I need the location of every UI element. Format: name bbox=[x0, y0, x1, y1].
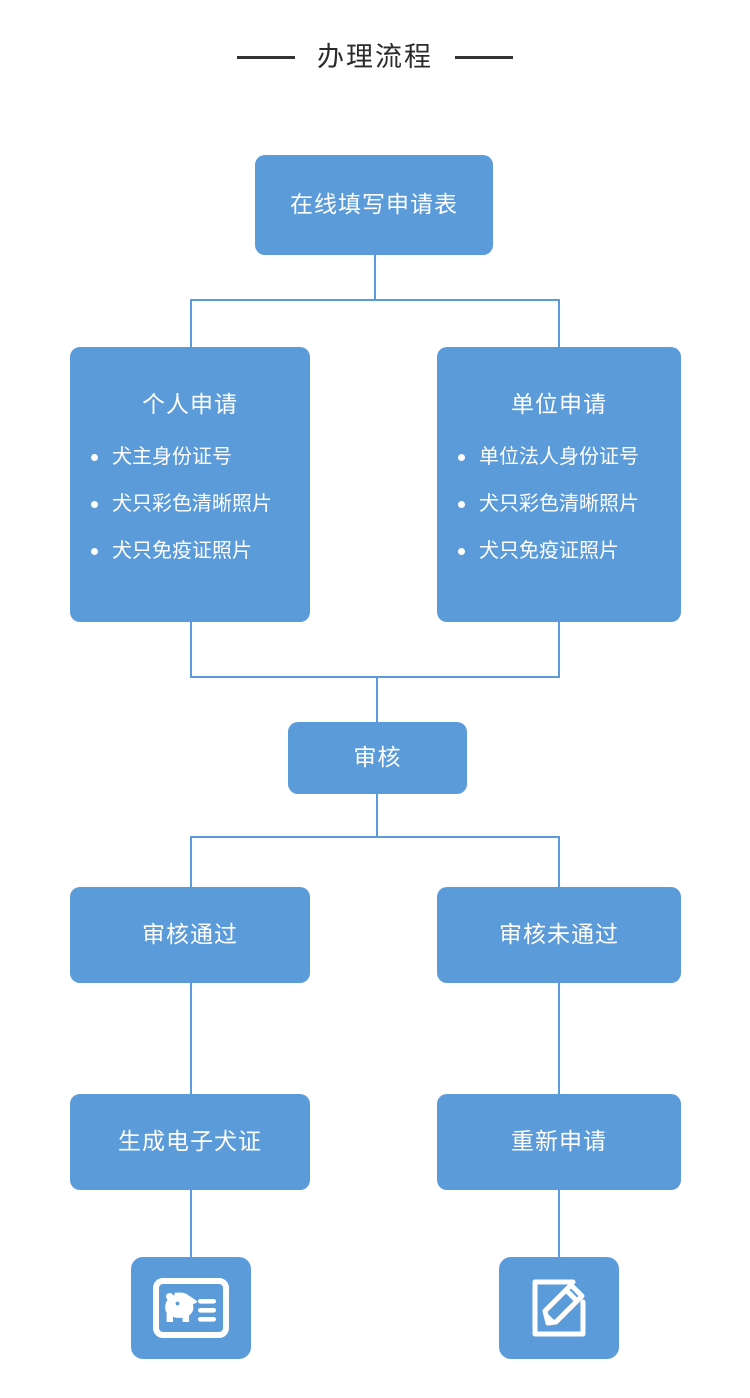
list-item: 犬只免疫证照片 bbox=[455, 539, 669, 564]
step-online-application-form-label: 在线填写申请表 bbox=[290, 191, 458, 218]
outcome-review-failed-label: 审核未通过 bbox=[499, 921, 619, 948]
list-item: 犬主身份证号 bbox=[88, 445, 298, 470]
branch-personal-application-list: 犬主身份证号 犬只彩色清晰照片 犬只免疫证照片 bbox=[88, 445, 298, 564]
bullet-dot-icon bbox=[458, 501, 465, 508]
connector-license-to-icon bbox=[190, 1190, 192, 1258]
list-item-label: 单位法人身份证号 bbox=[479, 446, 639, 468]
list-item-label: 犬只免疫证照片 bbox=[479, 540, 619, 562]
outcome-review-failed[interactable]: 审核未通过 bbox=[437, 887, 681, 983]
connector-merge-bar bbox=[190, 676, 560, 678]
dog-license-card-icon bbox=[153, 1278, 229, 1338]
list-item-label: 犬只免疫证照片 bbox=[112, 540, 252, 562]
connector-start-down bbox=[374, 255, 376, 300]
list-item-label: 犬只彩色清晰照片 bbox=[112, 493, 272, 515]
page-title: 办理流程 bbox=[0, 44, 750, 71]
branch-organization-application[interactable]: 单位申请 单位法人身份证号 犬只彩色清晰照片 犬只免疫证照片 bbox=[437, 347, 681, 622]
connector-failed-to-reapply bbox=[558, 983, 560, 1095]
page-title-text: 办理流程 bbox=[317, 42, 433, 72]
branch-personal-application[interactable]: 个人申请 犬主身份证号 犬只彩色清晰照片 犬只免疫证照片 bbox=[70, 347, 310, 622]
bullet-dot-icon bbox=[91, 501, 98, 508]
edit-pencil-icon bbox=[526, 1275, 592, 1341]
step-review[interactable]: 审核 bbox=[288, 722, 467, 794]
bullet-dot-icon bbox=[458, 454, 465, 461]
step-online-application-form[interactable]: 在线填写申请表 bbox=[255, 155, 493, 255]
list-item: 犬只彩色清晰照片 bbox=[455, 492, 669, 517]
connector-split-left-down bbox=[190, 299, 192, 347]
connector-branch-left-down bbox=[190, 622, 192, 678]
connector-split-bar-top bbox=[190, 299, 560, 301]
connector-reapply-to-icon bbox=[558, 1190, 560, 1258]
list-item: 单位法人身份证号 bbox=[455, 445, 669, 470]
outcome-review-passed[interactable]: 审核通过 bbox=[70, 887, 310, 983]
connector-outcome-left-down bbox=[190, 836, 192, 888]
connector-review-down bbox=[376, 794, 378, 838]
result-reapply-label: 重新申请 bbox=[511, 1128, 607, 1155]
result-generate-license[interactable]: 生成电子犬证 bbox=[70, 1094, 310, 1190]
connector-split-right-down bbox=[558, 299, 560, 347]
reapply-edit-tile[interactable] bbox=[499, 1257, 619, 1359]
title-rule-right bbox=[455, 56, 513, 59]
connector-merge-to-review bbox=[376, 676, 378, 723]
connector-passed-to-license bbox=[190, 983, 192, 1095]
bullet-dot-icon bbox=[91, 548, 98, 555]
dog-license-card-tile[interactable] bbox=[131, 1257, 251, 1359]
connector-outcome-split-bar bbox=[190, 836, 560, 838]
bullet-dot-icon bbox=[458, 548, 465, 555]
result-reapply[interactable]: 重新申请 bbox=[437, 1094, 681, 1190]
outcome-review-passed-label: 审核通过 bbox=[142, 921, 238, 948]
bullet-dot-icon bbox=[91, 454, 98, 461]
connector-branch-right-down bbox=[558, 622, 560, 678]
title-rule-left bbox=[237, 56, 295, 59]
list-item-label: 犬主身份证号 bbox=[112, 446, 232, 468]
list-item: 犬只免疫证照片 bbox=[88, 539, 298, 564]
branch-organization-application-title: 单位申请 bbox=[511, 391, 607, 417]
step-review-label: 审核 bbox=[353, 744, 402, 771]
connector-outcome-right-down bbox=[558, 836, 560, 888]
list-item-label: 犬只彩色清晰照片 bbox=[479, 493, 639, 515]
branch-organization-application-list: 单位法人身份证号 犬只彩色清晰照片 犬只免疫证照片 bbox=[455, 445, 669, 564]
branch-personal-application-title: 个人申请 bbox=[142, 391, 238, 417]
list-item: 犬只彩色清晰照片 bbox=[88, 492, 298, 517]
result-generate-license-label: 生成电子犬证 bbox=[118, 1128, 262, 1155]
